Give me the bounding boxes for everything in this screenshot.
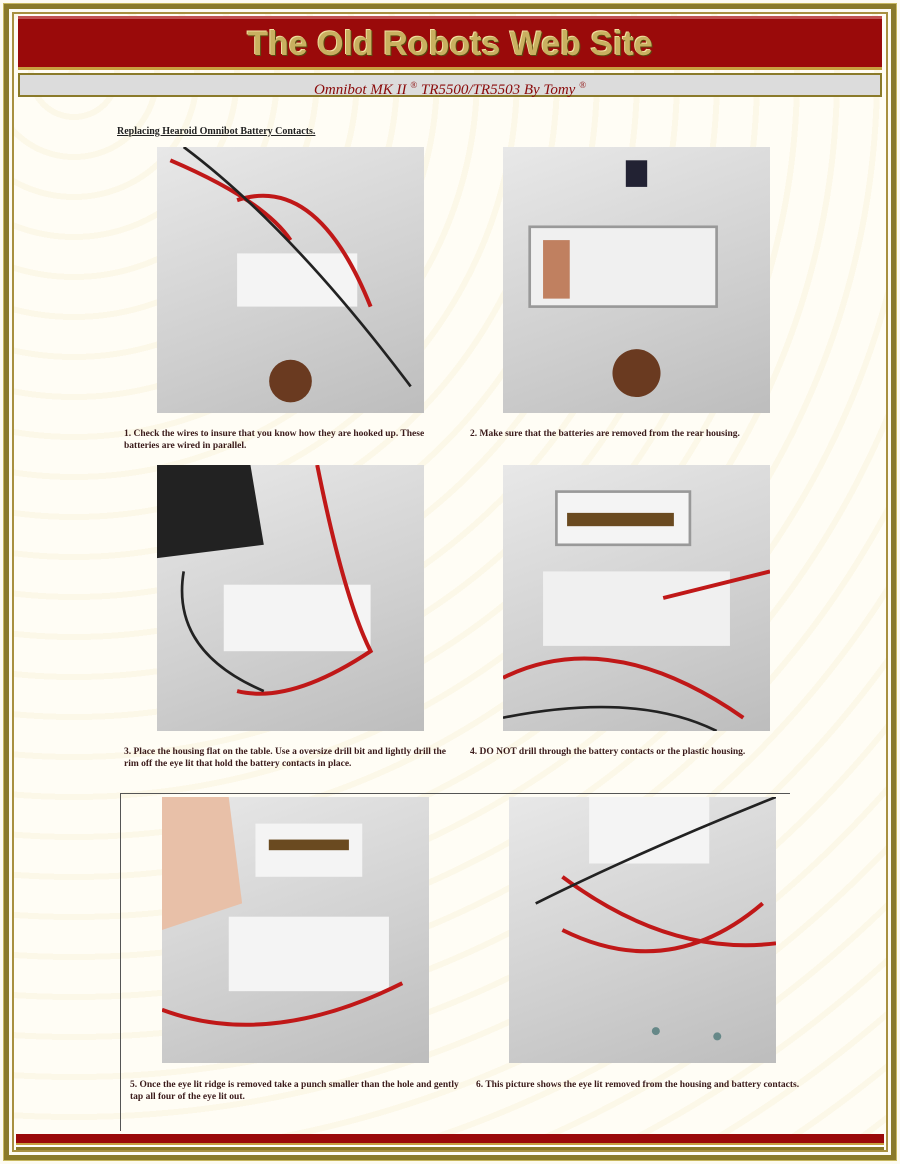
subtitle-model: TR5500/TR5503 By Tomy — [420, 82, 576, 98]
step-1-photo — [157, 147, 424, 413]
step-1-caption: 1. Check the wires to insure that you kn… — [124, 429, 425, 451]
site-title: The Old Robots Web Site — [247, 25, 653, 63]
step-5-photo — [162, 797, 429, 1063]
step-4-photo — [503, 465, 770, 731]
page-frame — [3, 3, 897, 1161]
page-title: Replacing Hearoid Omnibot Battery Contac… — [117, 126, 316, 137]
step-5-caption: 5. Once the eye lit ridge is removed tak… — [130, 1080, 459, 1102]
step-6-photo — [509, 797, 776, 1063]
step-2-photo — [503, 147, 770, 413]
footer-bar — [16, 1134, 884, 1150]
registered-mark: ® — [410, 80, 418, 90]
section-border — [120, 793, 790, 1131]
step-3-caption: 3. Place the housing flat on the table. … — [124, 747, 446, 769]
step-6-caption: 6. This picture shows the eye lit remove… — [476, 1080, 800, 1090]
registered-mark: ® — [579, 80, 586, 90]
site-header: The Old Robots Web Site — [18, 16, 882, 70]
step-3-photo — [157, 465, 424, 731]
step-2-caption: 2. Make sure that the batteries are remo… — [470, 429, 740, 439]
step-4-caption: 4. DO NOT drill through the battery cont… — [470, 747, 746, 757]
subtitle-product: Omnibot MK II — [314, 82, 407, 98]
page-subtitle: Omnibot MK II ® TR5500/TR5503 By Tomy ® — [18, 73, 882, 98]
